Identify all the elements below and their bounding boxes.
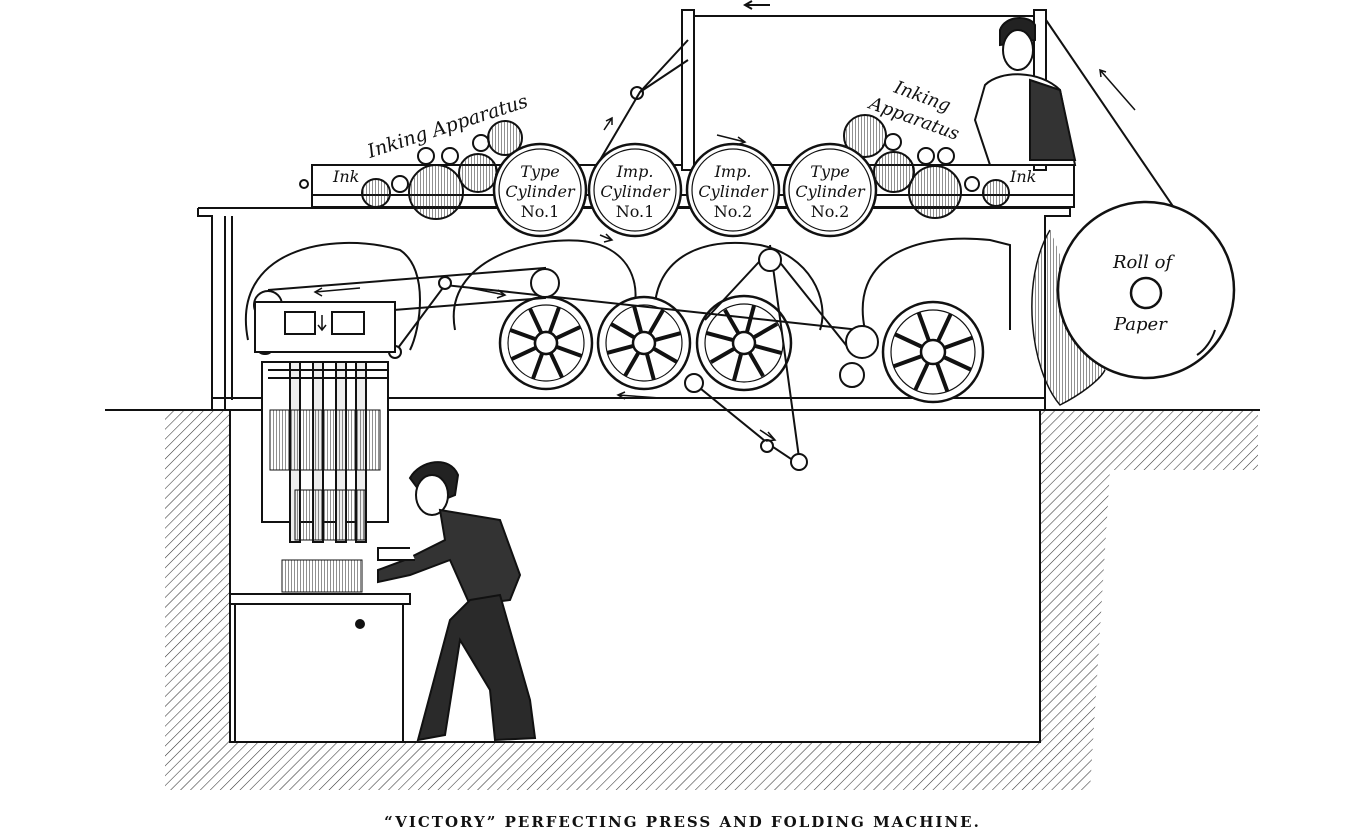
- imp-cylinder-1-line2: Cylinder: [600, 182, 671, 201]
- imp-cylinder-2-line3: No.2: [714, 202, 753, 221]
- motion-arrows: [313, 68, 1136, 442]
- figure-caption: “VICTORY” PERFECTING PRESS AND FOLDING M…: [384, 813, 981, 831]
- type-cylinder-2-line1: Type: [810, 162, 849, 181]
- paper-roll: [1031, 200, 1236, 406]
- type-cylinder-2-line3: No.2: [811, 202, 850, 221]
- imp-cylinder-1-line1: Imp.: [616, 162, 654, 181]
- ink-left-label: Ink: [332, 167, 359, 186]
- folding-mechanism: [254, 301, 396, 543]
- type-cylinder-1-line1: Type: [520, 162, 559, 181]
- roll-of-paper-label-2: Paper: [1113, 314, 1168, 335]
- imp-cylinder-2-line2: Cylinder: [698, 182, 769, 201]
- inking-rollers-right: [843, 114, 1010, 219]
- type-cylinder-2-line2: Cylinder: [795, 182, 866, 201]
- roll-of-paper-label-1: Roll of: [1112, 252, 1175, 273]
- type-cylinder-1-line2: Cylinder: [505, 182, 576, 201]
- delivery-table: [229, 559, 411, 743]
- type-cylinder-1-line3: No.1: [521, 202, 560, 221]
- ink-right-label: Ink: [1009, 167, 1036, 186]
- spoked-wheels: [498, 294, 985, 404]
- operator-figure: [973, 17, 1077, 166]
- imp-cylinder-2-line1: Imp.: [714, 162, 752, 181]
- worker-figure: [377, 461, 537, 742]
- imp-cylinder-1-line3: No.1: [616, 202, 655, 221]
- inking-rollers-left: [361, 120, 523, 220]
- lower-drums: [245, 237, 1011, 351]
- cylinder-labels: Type Cylinder No.1 Imp. Cylinder No.1 Im…: [505, 162, 866, 221]
- main-cylinders: [492, 142, 878, 238]
